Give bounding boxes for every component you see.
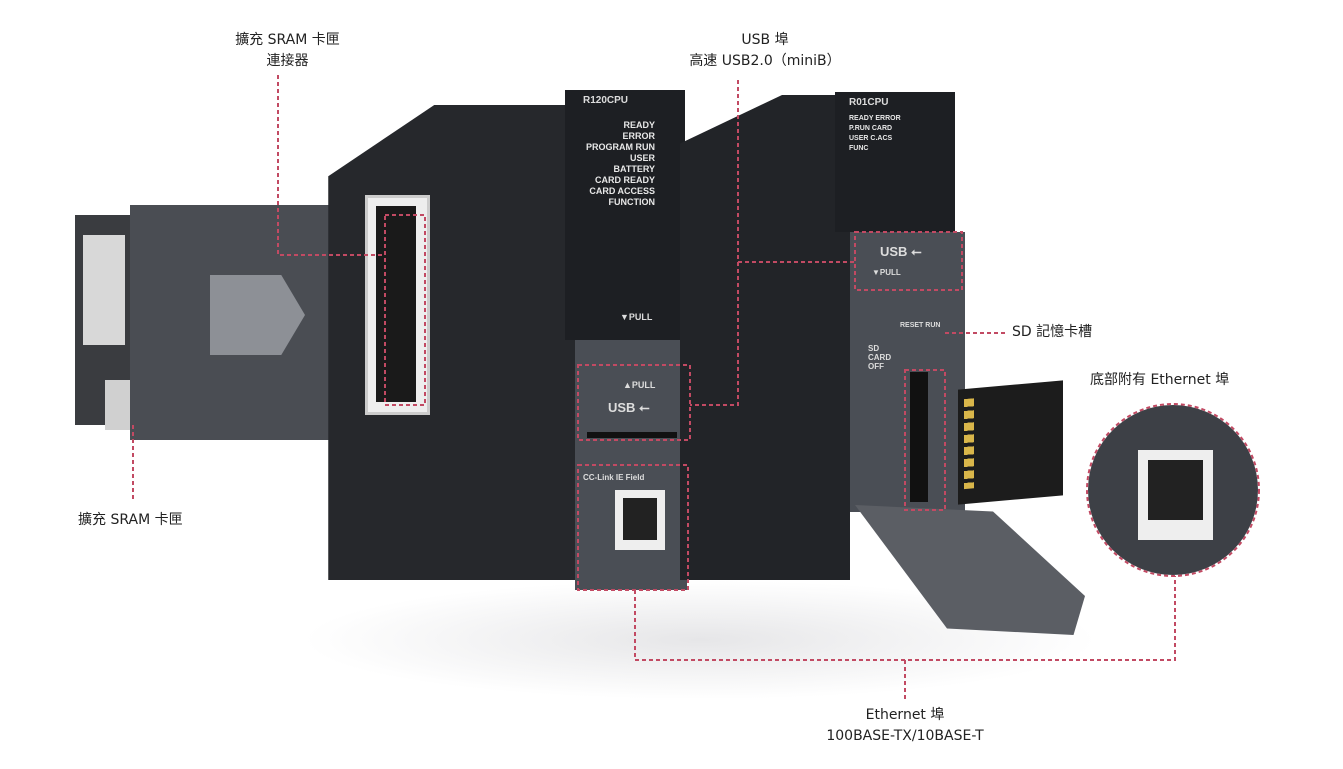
callout-sram-cartridge: 擴充 SRAM 卡匣 [78, 512, 183, 528]
ethernet-port[interactable] [615, 490, 665, 550]
model-label: R120CPU [583, 95, 629, 106]
sram-connector [365, 195, 430, 415]
pull-up-label: ▲PULL [623, 380, 656, 390]
sram-arrow-mark [210, 275, 305, 355]
line-ethernet [634, 576, 1176, 700]
cpu-lower-panel-left: ▲PULL USB ⭠ CC-Link IE Field [575, 340, 687, 590]
box-sram-connector [384, 214, 426, 406]
callout-sd-slot: SD 記憶卡槽 [1012, 324, 1093, 340]
pull-label: ▼PULL [620, 312, 653, 322]
cpu-front-panel-right: R01CPU READY ERROR P.RUN CARD USER C.ACS… [835, 92, 955, 232]
circle-bottom-ethernet [1086, 403, 1260, 577]
usb-icon: ⭠ [911, 244, 922, 259]
usb-port[interactable] [587, 432, 677, 438]
usb-icon: ⭠ [639, 400, 650, 415]
sd-card-off-button[interactable]: SD CARD OFF [868, 344, 892, 371]
sram-label-sticker [83, 235, 125, 345]
box-usb-right [854, 231, 963, 291]
network-logo: CC-Link IE Field [583, 473, 645, 482]
reset-run-switch[interactable]: RESET RUN [900, 322, 941, 329]
box-sd [904, 369, 946, 511]
model-label-right: R01CPU [849, 97, 889, 108]
line-usb [690, 80, 855, 406]
callout-usb-port: USB 埠高速 USB2.0（miniB） [689, 32, 841, 69]
line-sram-connector [277, 75, 385, 256]
pull-label-right: ▼PULL [872, 268, 901, 277]
cpu-module-right-body [680, 95, 850, 580]
sram-cartridge-cover [130, 205, 330, 440]
usb-port-label-right: USB ⭠ [880, 244, 922, 259]
callout-bottom-ethernet: 底部附有 Ethernet 埠 [1090, 372, 1230, 388]
box-ethernet-front [577, 464, 689, 591]
callout-sram-connector: 擴充 SRAM 卡匣連接器 [235, 32, 340, 69]
sd-card-slot[interactable] [910, 372, 928, 502]
led-labels-right: READY ERROR P.RUN CARD USER C.ACS FUNC [849, 115, 901, 152]
usb-port-label: USB ⭠ [608, 400, 650, 415]
bottom-ethernet-zoom [1088, 405, 1258, 575]
box-usb-left [577, 364, 691, 441]
